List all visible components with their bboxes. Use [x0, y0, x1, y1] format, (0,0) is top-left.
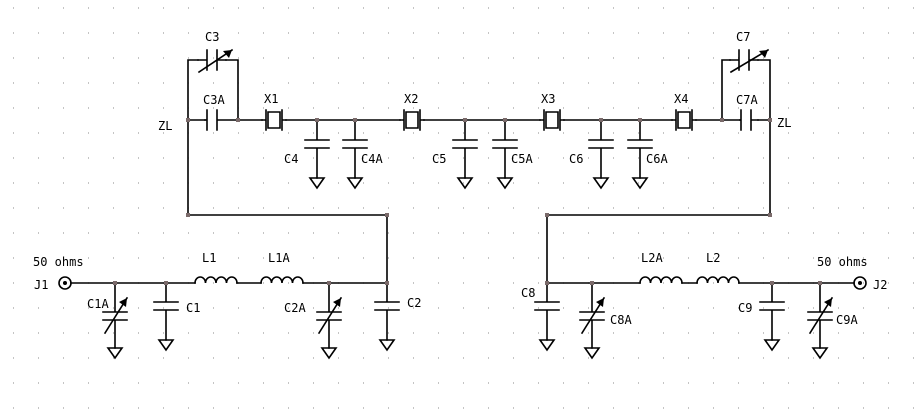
label-c7a: C7A [736, 93, 758, 107]
label-l2: L2 [706, 251, 720, 265]
label-c6: C6 [569, 152, 583, 166]
label-c4a: C4A [361, 152, 383, 166]
label-l2a: L2A [641, 251, 663, 265]
c4a-capacitor [342, 119, 368, 190]
c1a-capacitor [102, 282, 129, 360]
label-c6a: C6A [646, 152, 668, 166]
junction-dots [113, 118, 822, 285]
c8-capacitor [534, 282, 560, 352]
label-c9a: C9A [836, 313, 858, 327]
x2-crystal [399, 109, 425, 131]
c6a-capacitor [627, 119, 653, 190]
label-c3a: C3A [203, 93, 225, 107]
c5a-capacitor [492, 119, 518, 190]
label-zl-left: ZL [158, 119, 172, 133]
l2a-inductor [639, 276, 683, 284]
l1a-inductor [260, 276, 304, 284]
label-zl-right: ZL [777, 116, 791, 130]
label-c9: C9 [738, 301, 752, 315]
x4-crystal [671, 109, 697, 131]
x1-crystal [261, 109, 287, 131]
label-j1: J1 [34, 278, 48, 292]
c3-capacitor [197, 48, 234, 74]
label-x4: X4 [674, 92, 688, 106]
label-c2: C2 [407, 296, 421, 310]
right-output-network [534, 276, 867, 360]
left-input-network [58, 276, 400, 360]
label-c2a: C2A [284, 301, 306, 315]
label-c1: C1 [186, 301, 200, 315]
label-ohms-right: 50 ohms [817, 255, 868, 269]
c8a-capacitor [579, 282, 606, 360]
label-l1a: L1A [268, 251, 290, 265]
label-x3: X3 [541, 92, 555, 106]
x3-crystal [539, 109, 565, 131]
c4-capacitor [304, 119, 330, 190]
label-c5a: C5A [511, 152, 533, 166]
c5-capacitor [452, 119, 478, 190]
c2a-capacitor [316, 282, 343, 360]
c3a-capacitor [204, 109, 239, 131]
component-labels: C3 C3A ZL X1 X2 X3 X4 C4 C4A C5 C5A C6 C… [33, 30, 887, 327]
label-c3: C3 [205, 30, 219, 44]
label-c7: C7 [736, 30, 750, 44]
l2-inductor [696, 276, 740, 284]
c1-capacitor [153, 282, 179, 352]
c2-capacitor [374, 282, 400, 352]
c9a-capacitor [807, 282, 834, 360]
label-x2: X2 [404, 92, 418, 106]
label-c1a: C1A [87, 297, 109, 311]
label-l1: L1 [202, 251, 216, 265]
label-ohms-left: 50 ohms [33, 255, 84, 269]
label-c8a: C8A [610, 313, 632, 327]
label-x1: X1 [264, 92, 278, 106]
c9-capacitor [759, 282, 785, 352]
label-c4: C4 [284, 152, 298, 166]
label-c8: C8 [521, 286, 535, 300]
label-j2: J2 [873, 278, 887, 292]
c7-capacitor [729, 48, 770, 74]
l1-inductor [194, 276, 238, 284]
c7a-capacitor [739, 109, 759, 131]
label-c5: C5 [432, 152, 446, 166]
c6-capacitor [588, 119, 614, 190]
